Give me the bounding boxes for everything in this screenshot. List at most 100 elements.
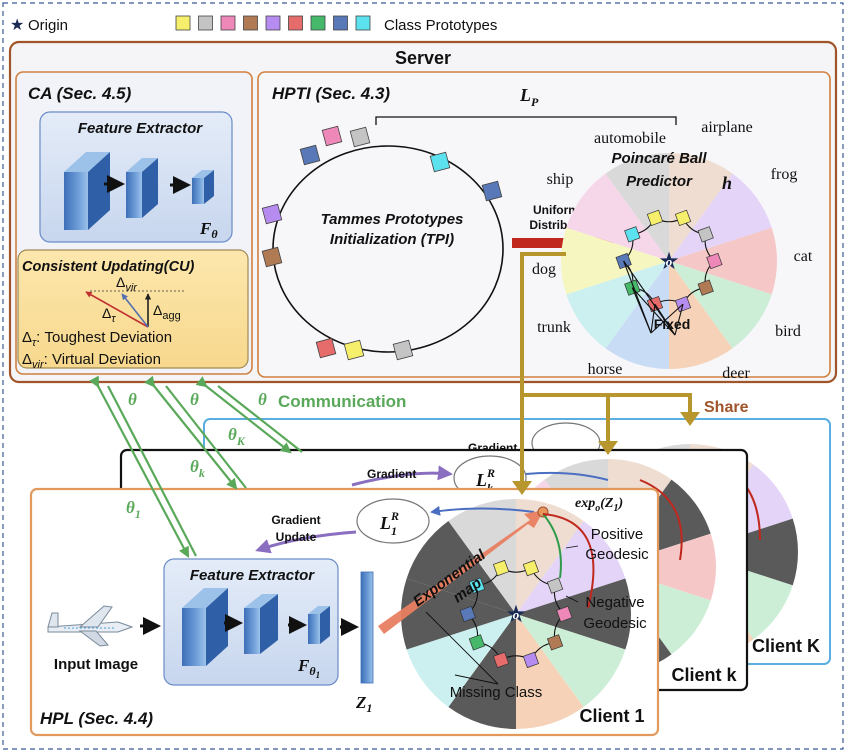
disk-sector — [566, 261, 669, 349]
poincare-label-line1: Poincaré Ball — [611, 150, 707, 167]
origin-o-label: o — [513, 607, 520, 622]
server-poincare-disk: ★o — [560, 153, 778, 369]
class-label-trunk: trunk — [537, 319, 571, 336]
disk-sector — [516, 520, 626, 614]
disk-prototype — [492, 559, 510, 577]
negative-geodesic-curve — [542, 513, 595, 609]
tpi-label-line2: Initialization (TPI) — [330, 231, 454, 248]
share-arrows — [520, 252, 692, 484]
exponential-map-arrow — [378, 510, 544, 634]
disk-sector — [516, 578, 632, 650]
client-1-loss-arrow — [430, 505, 535, 516]
disk-prototype — [459, 605, 476, 623]
server-title: Server — [395, 48, 451, 68]
disk-prototype — [674, 209, 692, 226]
class-label-cat: cat — [794, 248, 813, 265]
input-image-label: Input Image — [54, 656, 138, 673]
cu-vector-diagram — [85, 290, 185, 328]
client-feature-extractor-label: Feature Extractor — [190, 567, 315, 584]
hpti-title: HPTI (Sec. 4.3) — [272, 84, 390, 103]
theta-1-label: θ1 — [126, 498, 141, 521]
delta-vir-label: Δvir — [116, 274, 138, 294]
class-label-ship: ship — [547, 171, 574, 188]
z1-embedding-bar — [360, 571, 374, 684]
communication-label: Communication — [278, 392, 406, 411]
legend-swatch — [243, 15, 258, 31]
theta-K-label: θK — [228, 425, 246, 448]
disk-prototype — [556, 605, 573, 623]
client-extractor-blocks — [182, 588, 359, 666]
disk-sector — [516, 614, 584, 729]
legend-swatch — [355, 15, 371, 31]
class-label-horse: horse — [588, 361, 623, 378]
share-label: Share — [704, 399, 749, 416]
poincare-label-line2: Predictor — [626, 173, 693, 190]
disk-sector — [406, 520, 516, 614]
disk-sector — [669, 261, 733, 369]
communication-arrows — [89, 375, 303, 558]
delta-agg-label: Δagg — [153, 302, 181, 322]
negative-geodesic-line2: Geodesic — [583, 615, 647, 632]
legend-swatch — [310, 15, 326, 31]
disk-sector — [608, 533, 716, 601]
positive-geodesic-line2: Geodesic — [585, 546, 649, 563]
tpi-prototype — [321, 125, 343, 147]
disk-sector — [669, 261, 772, 349]
predictor-h-label: h — [722, 173, 732, 193]
disk-prototype — [706, 252, 723, 270]
gradient-update-line2: Update — [276, 530, 317, 544]
legend-swatch — [198, 15, 213, 31]
positive-geodesic-line1: Positive — [591, 526, 644, 543]
disk-prototype — [697, 226, 714, 243]
theta-label-3: θ — [258, 390, 267, 409]
hpl-title: HPL (Sec. 4.4) — [40, 709, 153, 728]
legend-swatch — [220, 15, 236, 31]
theta-label-1: θ — [128, 390, 137, 409]
missing-class-label: Missing Class — [450, 684, 543, 701]
origin-legend-label: Origin — [28, 17, 68, 34]
class-label-deer: deer — [722, 365, 750, 382]
f-theta-label: Fθ — [199, 219, 218, 241]
server-extractor-blocks — [64, 152, 214, 230]
tpi-prototype — [349, 126, 371, 148]
disk-prototype — [522, 651, 540, 669]
client-1-label: Client 1 — [579, 706, 644, 726]
client-1-disk: ★o — [401, 499, 632, 729]
disk-prototype — [646, 209, 664, 226]
tpi-prototype — [315, 337, 337, 359]
legend: ★ Origin Class Prototypes — [10, 15, 497, 34]
client-k-gradient-arrow — [351, 465, 453, 487]
tpi-prototype — [429, 151, 451, 173]
z1-label: Z1 — [355, 693, 372, 715]
tpi-prototype — [261, 246, 283, 268]
origin-star-icon: ★ — [658, 248, 680, 275]
gradient-update-arrow — [255, 530, 357, 554]
client-k-label: Client k — [671, 665, 737, 685]
class-label-frog: frog — [771, 166, 798, 183]
origin-star-icon: ★ — [10, 17, 24, 34]
server-class-labels: automobileairplanefrogcatbirddeerhorsetr… — [532, 119, 813, 382]
share-arrowheads — [512, 412, 700, 495]
tpi-prototype — [299, 144, 321, 166]
disk-prototype — [624, 226, 641, 243]
theta-label-2: θ — [190, 390, 199, 409]
legend-swatch — [288, 15, 303, 31]
disk-prototype — [697, 279, 714, 296]
tpi-prototype — [392, 339, 414, 361]
client-K-label: Client K — [752, 636, 820, 656]
disk-sector — [448, 614, 516, 729]
expo-label: expo(Z1) — [575, 496, 623, 514]
f-theta1-label: Fθ1 — [297, 656, 320, 680]
disk-prototype — [468, 577, 486, 594]
lp-loss-label: LP — [519, 85, 539, 109]
class-label-airplane: airplane — [701, 119, 753, 136]
theta-k-label: θk — [190, 457, 205, 480]
disk-sector — [669, 173, 772, 261]
legend-swatch — [175, 15, 191, 31]
tpi-label-line1: Tammes Prototypes — [321, 211, 464, 228]
client-k-gradient-label: Gradient — [367, 467, 416, 481]
fixed-label: Fixed — [654, 316, 691, 332]
